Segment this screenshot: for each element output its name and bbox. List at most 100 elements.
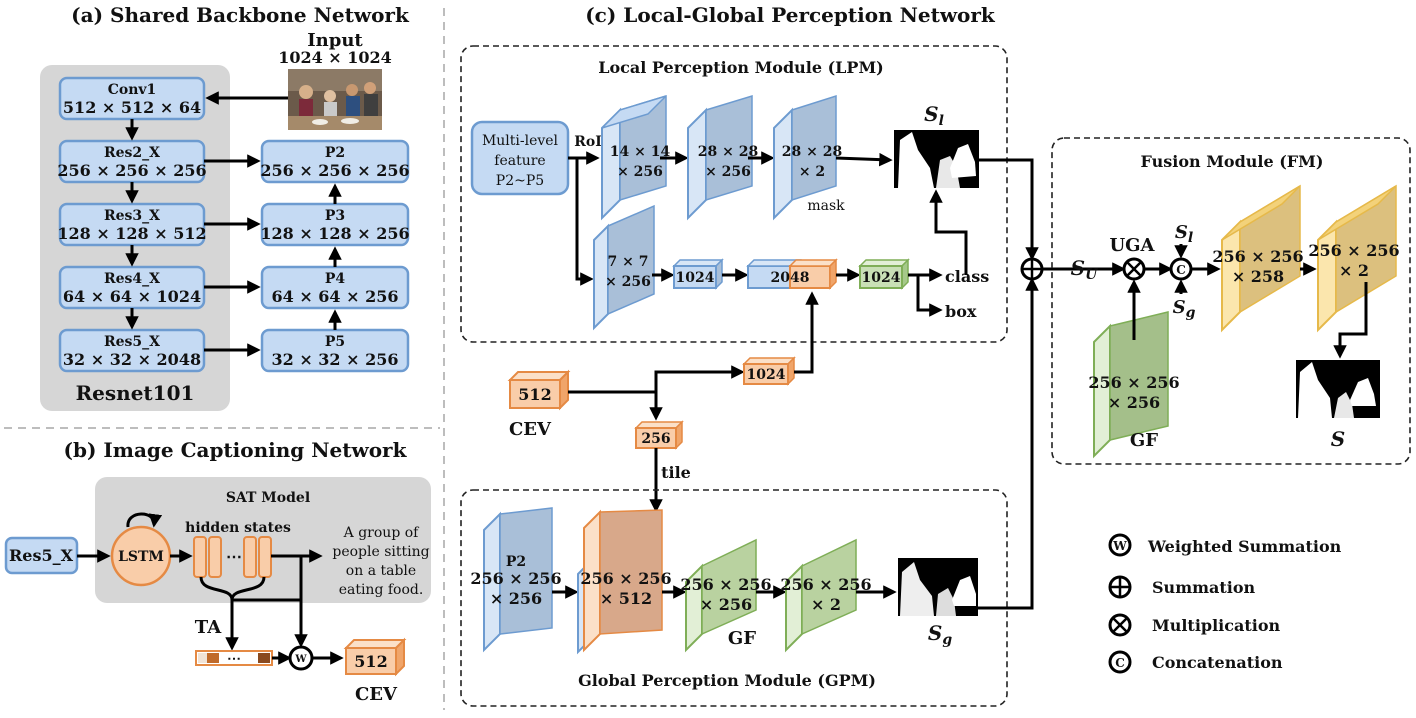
svg-text:256 × 256: 256 × 256 xyxy=(780,575,871,594)
svg-text:× 258: × 258 xyxy=(1232,267,1284,286)
svg-text:W: W xyxy=(1112,539,1127,553)
svg-text:× 2: × 2 xyxy=(811,595,841,614)
svg-text:32 × 32 × 256: 32 × 32 × 256 xyxy=(271,350,398,369)
svg-text:⋯: ⋯ xyxy=(227,651,241,667)
lstm-node: LSTM xyxy=(110,525,172,587)
attention-vector: ⋯ xyxy=(195,650,273,667)
legend-summation: Summation xyxy=(1108,575,1256,599)
gpm-gf-slab: 256 × 256 × 256 xyxy=(680,538,772,653)
svg-text:1024: 1024 xyxy=(676,270,715,286)
gpm-concat-slab: 256 × 256 × 512 xyxy=(577,509,672,655)
svg-text:P2~P5: P2~P5 xyxy=(496,173,544,189)
fc-2048: 2048 xyxy=(746,258,838,290)
svg-text:× 256: × 256 xyxy=(490,589,542,608)
svg-text:× 256: × 256 xyxy=(705,164,751,180)
pyramid-p4: P4 64 × 64 × 256 xyxy=(260,265,410,310)
svg-text:256 × 256 × 256: 256 × 256 × 256 xyxy=(260,161,409,180)
hidden-states-label: hidden states xyxy=(185,520,291,536)
svg-text:Conv1: Conv1 xyxy=(108,82,157,98)
box-label: box xyxy=(945,302,977,321)
gpm-title: Global Perception Module (GPM) xyxy=(578,671,876,690)
svg-text:1024: 1024 xyxy=(747,367,786,383)
legend: W Weighted Summation Summation Multiplic… xyxy=(1108,533,1342,674)
svg-text:Multiplication: Multiplication xyxy=(1152,616,1280,635)
input-label: Input xyxy=(307,30,363,51)
svg-text:on a table: on a table xyxy=(346,563,416,579)
svg-text:× 256: × 256 xyxy=(700,595,752,614)
svg-text:512: 512 xyxy=(518,385,551,404)
svg-text:Multi-level: Multi-level xyxy=(482,133,559,149)
svg-text:eating food.: eating food. xyxy=(339,582,424,598)
gpm-p2-slab: P2 256 × 256 × 256 xyxy=(470,507,562,653)
caption-text: A group of people sitting on a table eat… xyxy=(332,525,429,598)
svg-text:× 256: × 256 xyxy=(605,274,651,290)
s-label: S xyxy=(1331,427,1345,451)
mask-slab-2: 28 × 28 × 2 xyxy=(773,94,842,221)
svg-text:256 × 256: 256 × 256 xyxy=(680,575,771,594)
fm-gf-slab: 256 × 256 × 256 xyxy=(1088,311,1180,459)
concat-node: C xyxy=(1169,257,1193,281)
multiplication-node xyxy=(1122,257,1146,281)
input-image xyxy=(288,69,382,130)
fm-sg-label: Sg xyxy=(1173,297,1196,321)
fm-sl-label: Sl xyxy=(1175,222,1193,246)
layer-res3: Res3_X 128 × 128 × 512 xyxy=(57,202,207,247)
gpm-gf-label: GF xyxy=(728,628,756,649)
tile-label: tile xyxy=(661,463,691,482)
svg-text:7 × 7: 7 × 7 xyxy=(608,254,649,270)
svg-text:28 × 28: 28 × 28 xyxy=(782,144,842,160)
cev-block-b: 512 xyxy=(343,637,407,677)
svg-text:256 × 256 × 256: 256 × 256 × 256 xyxy=(57,161,206,180)
sl-mask-image xyxy=(894,130,979,188)
class-label: class xyxy=(945,267,989,286)
pyramid-p3: P3 128 × 128 × 256 xyxy=(260,202,410,247)
ta-label: TA xyxy=(195,617,222,638)
fm-box xyxy=(1051,137,1411,465)
svg-text:256 × 256: 256 × 256 xyxy=(1088,373,1179,392)
svg-text:people sitting: people sitting xyxy=(332,544,429,560)
fc-1024-a: 1024 xyxy=(672,258,724,290)
svg-text:28 × 28: 28 × 28 xyxy=(698,144,758,160)
svg-text:64 × 64 × 1024: 64 × 64 × 1024 xyxy=(63,287,201,306)
sat-model-label: SAT Model xyxy=(226,490,310,506)
roi-slab-bottom: 7 × 7 × 256 xyxy=(593,204,655,331)
final-mask-image xyxy=(1296,360,1380,418)
lstm-recurrent-arrow xyxy=(126,512,163,528)
backbone-arrows xyxy=(125,91,342,357)
fc-1024-cev: 1024 xyxy=(742,356,796,386)
input-size: 1024 × 1024 xyxy=(278,48,392,67)
svg-text:Summation: Summation xyxy=(1152,578,1256,597)
sl-label: Sl xyxy=(924,102,944,129)
svg-text:P2: P2 xyxy=(325,145,345,161)
svg-text:× 512: × 512 xyxy=(600,589,652,608)
resnet-label: Resnet101 xyxy=(76,381,195,405)
svg-text:512 × 512 × 64: 512 × 512 × 64 xyxy=(63,98,201,117)
svg-text:× 2: × 2 xyxy=(1339,261,1369,280)
res5x-input-box: Res5_X xyxy=(4,536,79,575)
weighted-sum-node: W xyxy=(288,645,314,671)
section-b-title: (b) Image Captioning Network xyxy=(64,438,408,462)
svg-text:Res4_X: Res4_X xyxy=(104,271,160,287)
gpm-box xyxy=(460,489,1008,707)
svg-text:256: 256 xyxy=(641,431,670,447)
svg-text:P3: P3 xyxy=(325,208,345,224)
fm-gold-slab-2: 256 × 256 × 2 xyxy=(1308,184,1400,333)
fm-gf-label: GF xyxy=(1130,430,1158,451)
lpm-box xyxy=(460,45,1008,343)
svg-text:× 256: × 256 xyxy=(617,164,663,180)
layer-res4: Res4_X 64 × 64 × 1024 xyxy=(58,265,206,310)
svg-text:256 × 256: 256 × 256 xyxy=(1212,247,1303,266)
svg-text:C: C xyxy=(1176,263,1186,277)
section-c-title: (c) Local-Global Perception Network xyxy=(585,3,996,27)
layer-conv1: Conv1 512 × 512 × 64 xyxy=(58,76,206,121)
svg-text:⋯: ⋯ xyxy=(226,547,242,566)
roi-label: RoI xyxy=(574,134,602,150)
uga-label: UGA xyxy=(1109,235,1155,256)
summation-node xyxy=(1020,257,1044,281)
svg-text:256 × 256: 256 × 256 xyxy=(580,569,671,588)
fm-title: Fusion Module (FM) xyxy=(1141,152,1324,171)
hidden-states: ⋯ xyxy=(193,536,272,578)
svg-text:P2: P2 xyxy=(506,554,526,570)
